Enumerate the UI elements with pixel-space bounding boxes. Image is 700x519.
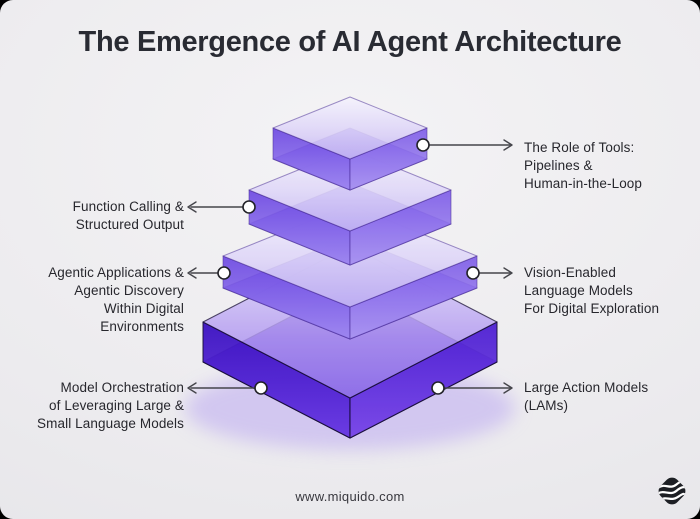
annotation-vision-enabled: Vision-Enabled Language Models For Digit… (524, 265, 660, 316)
connector-agentic-applications (187, 267, 219, 279)
dot-large-action-models (431, 381, 445, 395)
annotation-agentic-applications: Agentic Applications & Agentic Discovery… (48, 265, 184, 334)
dot-function-calling (242, 200, 256, 214)
annotation-model-orchestration: Model Orchestration of Leveraging Large … (37, 380, 184, 431)
connector-vision-enabled (478, 267, 513, 279)
annotation-function-calling: Function Calling & Structured Output (72, 199, 184, 232)
pyramid-layer-1 (272, 96, 428, 191)
website-url: www.miquido.com (295, 489, 405, 504)
connector-large-action-models (443, 382, 513, 394)
dot-vision-enabled (466, 266, 480, 280)
annotation-role-of-tools: The Role of Tools: Pipelines & Human-in-… (524, 140, 643, 191)
dot-agentic-applications (217, 266, 231, 280)
connector-model-orchestration (187, 382, 256, 394)
connector-lines (187, 139, 513, 394)
page-title: The Emergence of AI Agent Architecture (78, 26, 622, 58)
connector-role-of-tools (428, 139, 513, 151)
miquido-logo-icon (654, 473, 690, 509)
connector-function-calling (187, 201, 244, 213)
connector-dots (217, 138, 480, 395)
dot-role-of-tools (416, 138, 430, 152)
annotation-large-action-models: Large Action Models (LAMs) (524, 380, 649, 413)
dot-model-orchestration (254, 381, 268, 395)
